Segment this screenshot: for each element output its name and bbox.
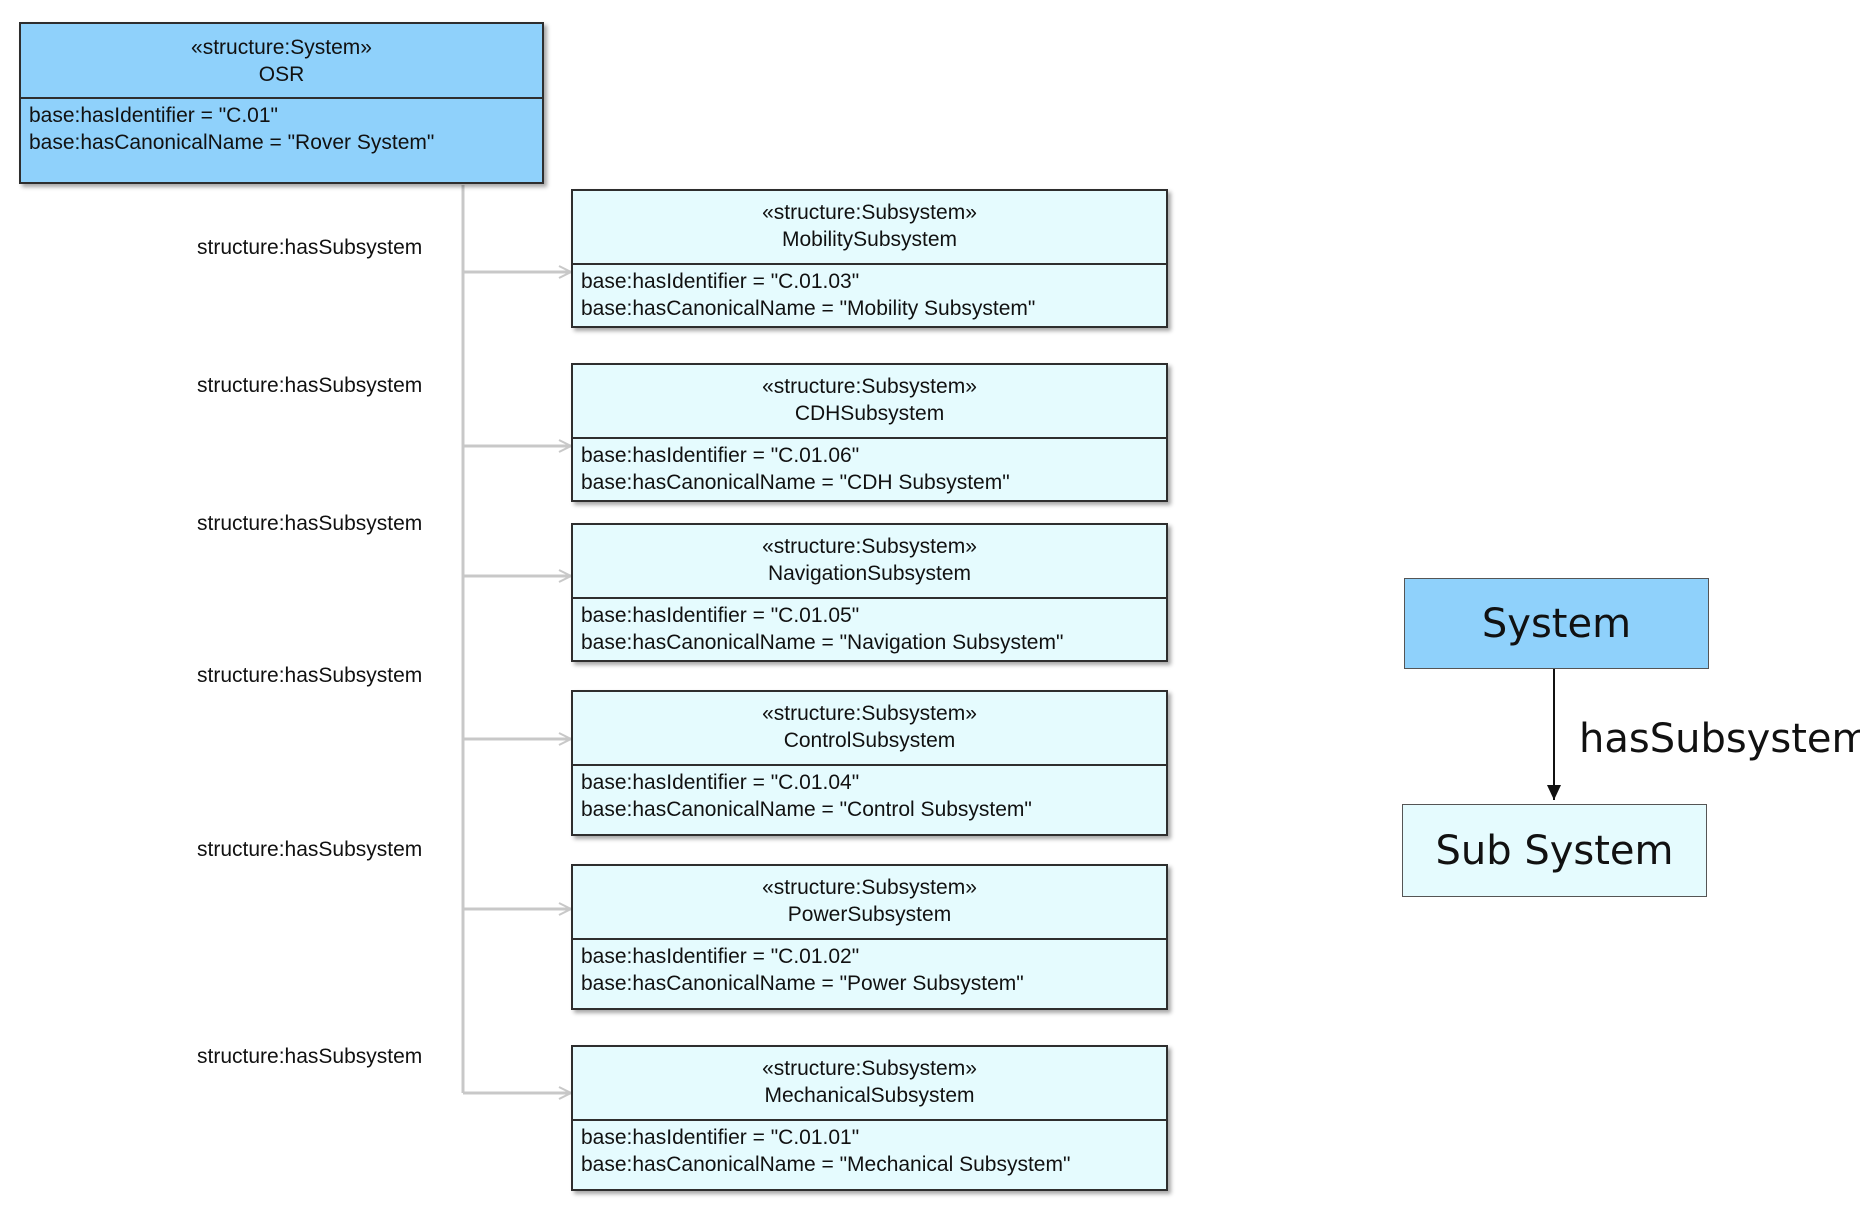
subsystem-attributes: base:hasIdentifier = "C.01.01" base:hasC… [573,1121,1166,1178]
subsystem-box-cdh[interactable]: «structure:Subsystem» CDHSubsystem base:… [571,363,1168,502]
subsystem-attr-identifier: base:hasIdentifier = "C.01.04" [581,771,860,794]
edge-label-power: structure:hasSubsystem [197,838,423,861]
subsystem-attr-identifier: base:hasIdentifier = "C.01.02" [581,945,860,968]
subsystem-header: «structure:Subsystem» CDHSubsystem [573,365,1166,439]
subsystem-box-control[interactable]: «structure:Subsystem» ControlSubsystem b… [571,690,1168,836]
subsystem-attr-canonical-name: base:hasCanonicalName = "CDH Subsystem" [581,471,1010,494]
subsystem-attributes: base:hasIdentifier = "C.01.05" base:hasC… [573,599,1166,656]
system-attr-identifier: base:hasIdentifier = "C.01" [29,104,278,127]
subsystem-attr-canonical-name: base:hasCanonicalName = "Mobility Subsys… [581,297,1036,320]
edge-label-mechanical: structure:hasSubsystem [197,1045,423,1068]
subsystem-stereotype: «structure:Subsystem» [762,876,977,899]
subsystem-attr-identifier: base:hasIdentifier = "C.01.01" [581,1126,860,1149]
subsystem-attributes: base:hasIdentifier = "C.01.06" base:hasC… [573,439,1166,496]
subsystem-stereotype: «structure:Subsystem» [762,375,977,398]
edge-label-cdh: structure:hasSubsystem [197,374,423,397]
subsystem-attr-identifier: base:hasIdentifier = "C.01.06" [581,444,860,467]
system-box-osr[interactable]: «structure:System» OSR base:hasIdentifie… [19,22,544,184]
system-name: OSR [258,63,305,86]
subsystem-name: MobilitySubsystem [781,228,958,251]
subsystem-box-power[interactable]: «structure:Subsystem» PowerSubsystem bas… [571,864,1168,1010]
subsystem-attributes: base:hasIdentifier = "C.01.04" base:hasC… [573,766,1166,823]
subsystem-box-mobility[interactable]: «structure:Subsystem» MobilitySubsystem … [571,189,1168,328]
subsystem-stereotype: «structure:Subsystem» [762,535,977,558]
subsystem-header: «structure:Subsystem» MechanicalSubsyste… [573,1047,1166,1121]
subsystem-attr-identifier: base:hasIdentifier = "C.01.03" [581,270,860,293]
subsystem-attr-canonical-name: base:hasCanonicalName = "Power Subsystem… [581,972,1024,995]
subsystem-attr-canonical-name: base:hasCanonicalName = "Mechanical Subs… [581,1153,1071,1176]
subsystem-stereotype: «structure:Subsystem» [762,702,977,725]
subsystem-attr-identifier: base:hasIdentifier = "C.01.05" [581,604,860,627]
legend-subsystem-label: Sub System [1435,827,1674,874]
subsystem-stereotype: «structure:Subsystem» [762,1057,977,1080]
subsystem-box-mechanical[interactable]: «structure:Subsystem» MechanicalSubsyste… [571,1045,1168,1191]
legend-edge-label: hasSubsystem [1579,716,1860,762]
legend-system-box: System [1404,578,1709,669]
edge-label-navigation: structure:hasSubsystem [197,512,423,535]
subsystem-header: «structure:Subsystem» NavigationSubsyste… [573,525,1166,599]
subsystem-name: ControlSubsystem [783,729,956,752]
edge-label-control: structure:hasSubsystem [197,664,423,687]
legend-subsystem-box: Sub System [1402,804,1707,897]
subsystem-box-navigation[interactable]: «structure:Subsystem» NavigationSubsyste… [571,523,1168,662]
edge-label-mobility: structure:hasSubsystem [197,236,423,259]
subsystem-attributes: base:hasIdentifier = "C.01.03" base:hasC… [573,265,1166,322]
system-attr-canonical-name: base:hasCanonicalName = "Rover System" [29,131,435,154]
subsystem-attributes: base:hasIdentifier = "C.01.02" base:hasC… [573,940,1166,997]
system-header: «structure:System» OSR [21,24,542,99]
system-attributes: base:hasIdentifier = "C.01" base:hasCano… [21,99,542,156]
subsystem-name: PowerSubsystem [787,903,952,926]
subsystem-name: MechanicalSubsystem [764,1084,975,1107]
legend-system-label: System [1481,600,1632,647]
subsystem-attr-canonical-name: base:hasCanonicalName = "Control Subsyst… [581,798,1032,821]
subsystem-attr-canonical-name: base:hasCanonicalName = "Navigation Subs… [581,631,1064,654]
subsystem-header: «structure:Subsystem» MobilitySubsystem [573,191,1166,265]
subsystem-name: NavigationSubsystem [767,562,972,585]
subsystem-header: «structure:Subsystem» PowerSubsystem [573,866,1166,940]
subsystem-header: «structure:Subsystem» ControlSubsystem [573,692,1166,766]
subsystem-stereotype: «structure:Subsystem» [762,201,977,224]
subsystem-name: CDHSubsystem [794,402,945,425]
system-stereotype: «structure:System» [191,36,372,59]
